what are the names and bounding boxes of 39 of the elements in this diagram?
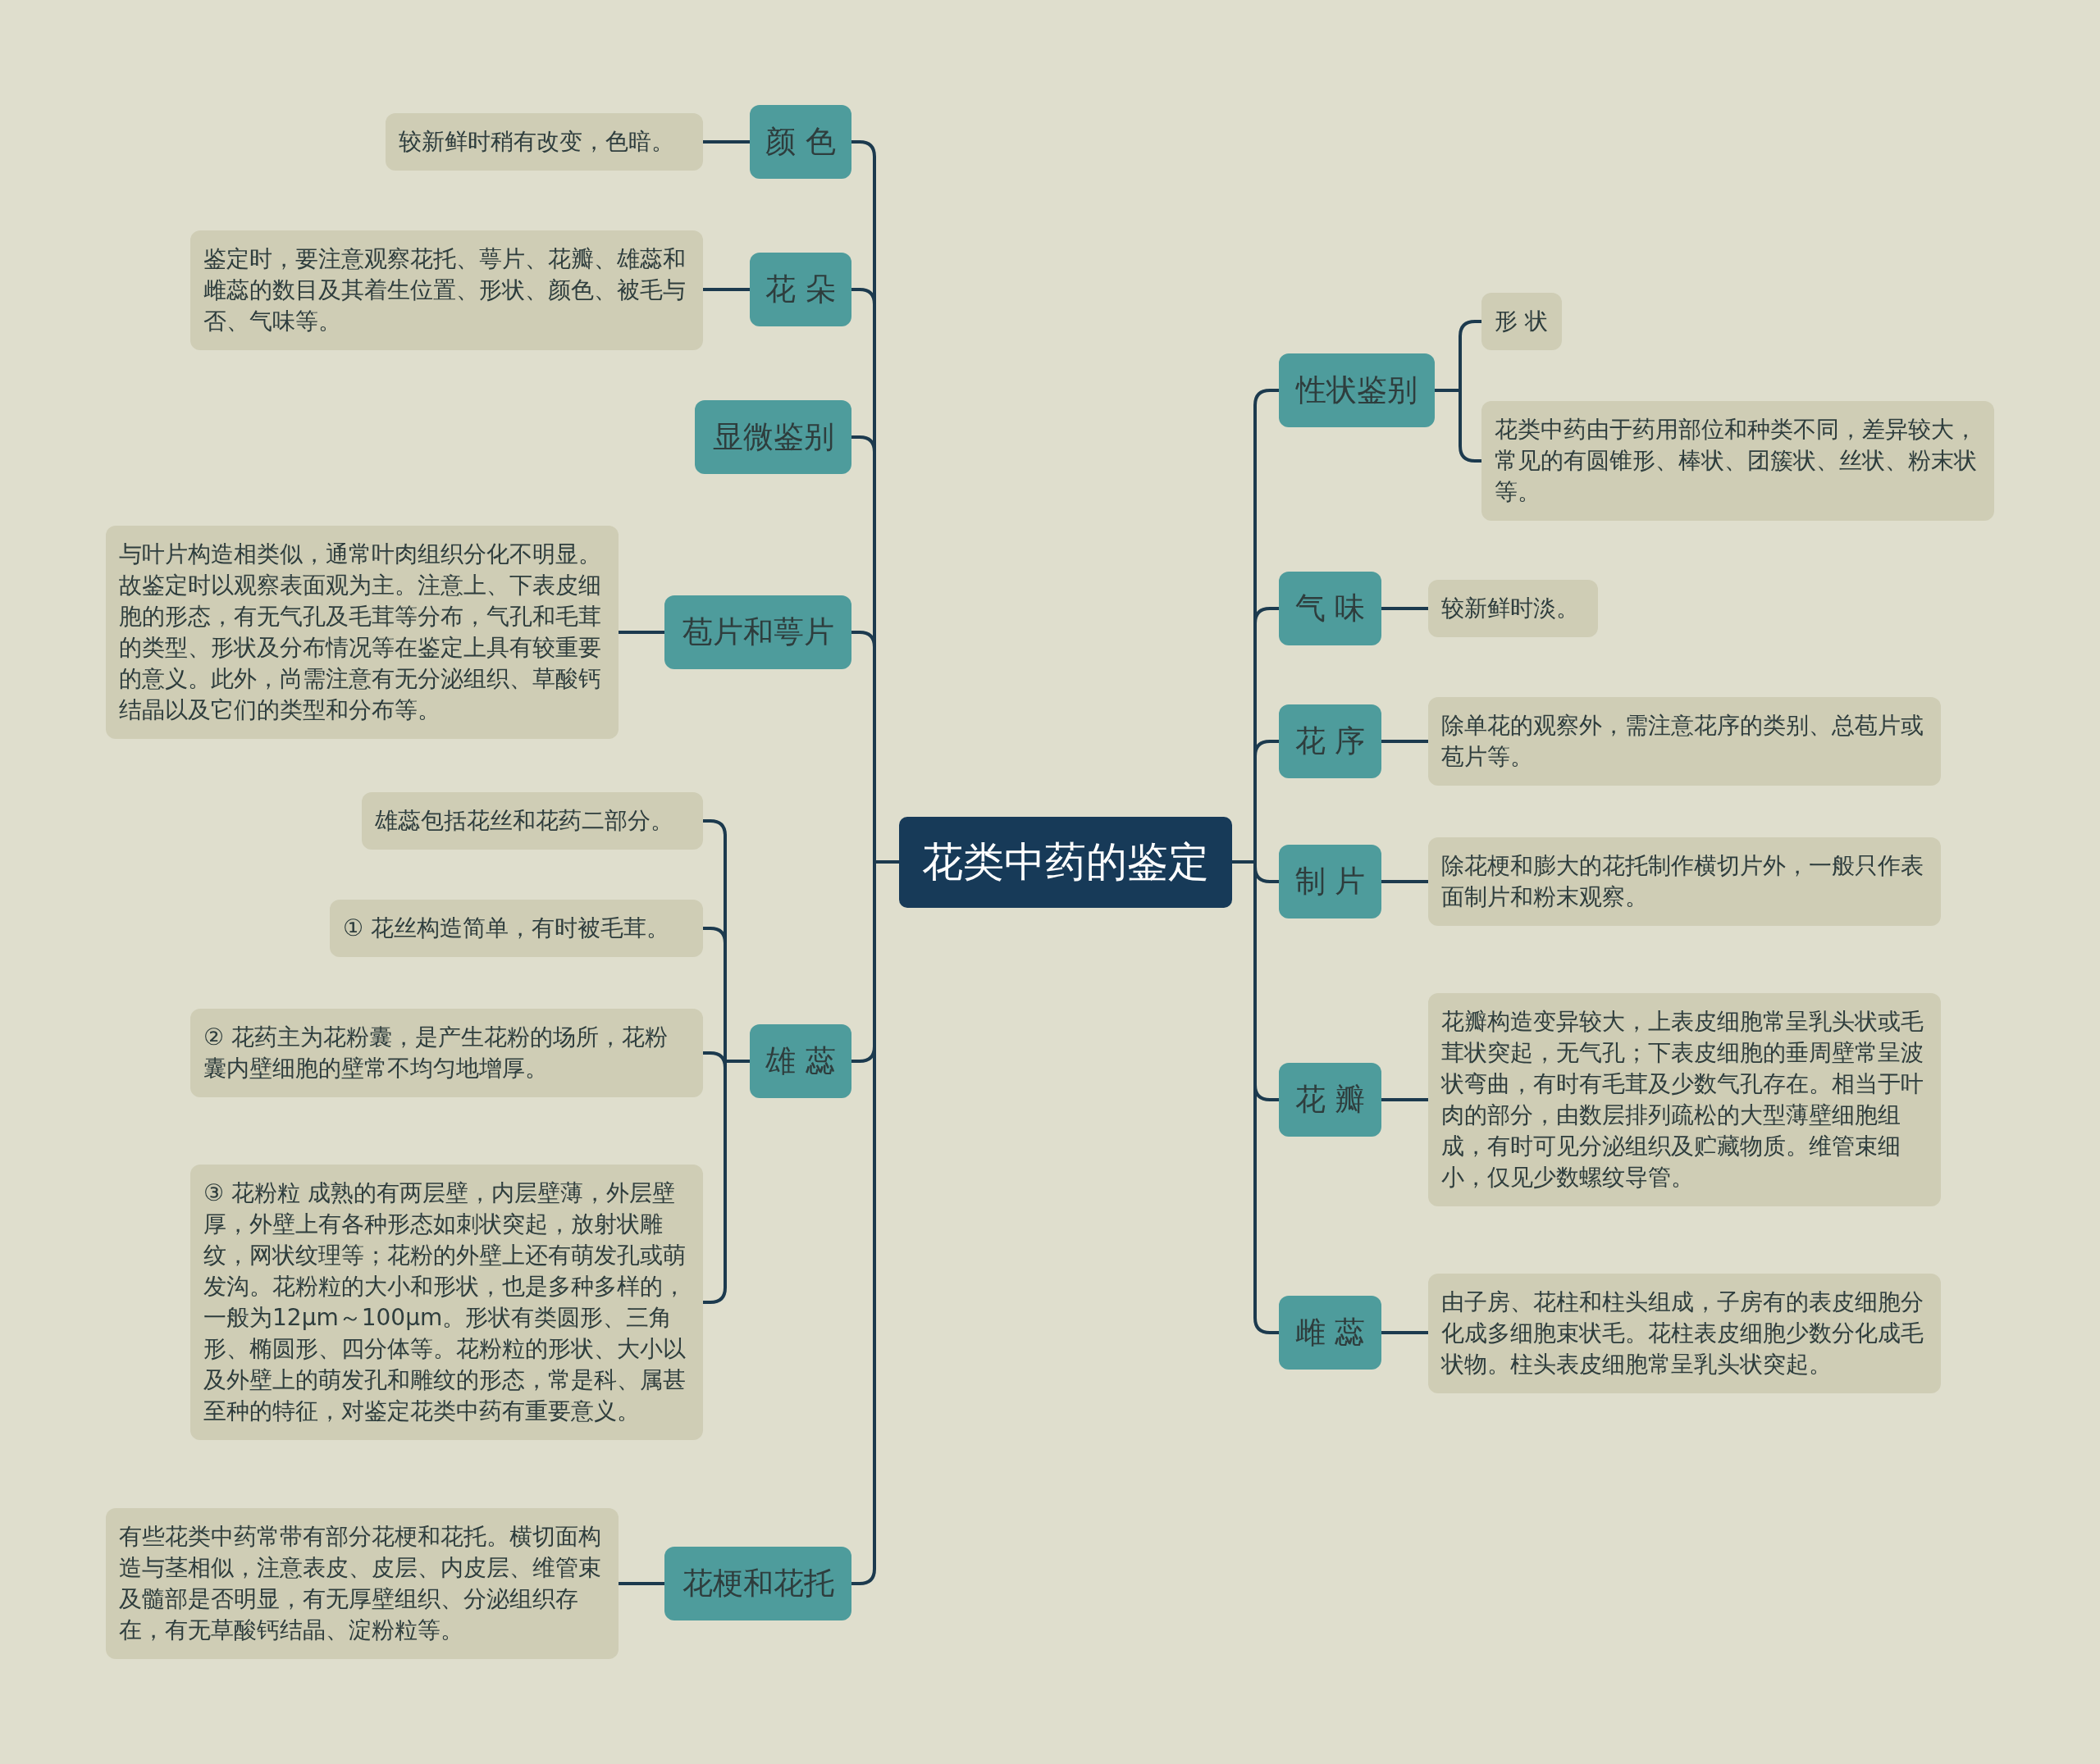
note-box: 较新鲜时淡。 <box>1428 580 1598 637</box>
connector-line <box>1381 1098 1428 1101</box>
central-topic-box: 花类中药的鉴定 <box>899 817 1232 908</box>
connector-line <box>703 1060 750 1304</box>
note-box: 除单花的观察外，需注意花序的类别、总苞片或苞片等。 <box>1428 697 1941 786</box>
connector-line <box>1381 880 1428 883</box>
connector-line <box>619 631 664 634</box>
note-box: 有些花类中药常带有部分花梗和花托。横切面构造与茎相似，注意表皮、皮层、内皮层、维管束及髓部是否明显，有无厚壁组织、分泌组织存在，有无草酸钙结晶、淀粉粒等。 <box>106 1508 619 1659</box>
connector-line <box>1381 1331 1428 1334</box>
connector-line <box>1381 607 1428 610</box>
note-box: 较新鲜时稍有改变，色暗。 <box>386 113 703 171</box>
topic-box: 苞片和萼片 <box>664 595 851 669</box>
topic-box: 雌 蕊 <box>1279 1296 1381 1370</box>
note-box: ② 花药主为花粉囊，是产生花粉的场所，花粉囊内壁细胞的壁常不均匀地增厚。 <box>190 1009 703 1097</box>
connector-line <box>619 1582 664 1585</box>
topic-box: 花 序 <box>1279 704 1381 778</box>
note-box: 除花梗和膨大的花托制作横切片外，一般只作表面制片和粉末观察。 <box>1428 837 1941 926</box>
connector-line <box>703 140 750 144</box>
note-box: 花类中药由于药用部位和种类不同，差异较大，常见的有圆锥形、棒状、团簇状、丝状、粉末状等。 <box>1481 401 1994 521</box>
note-box: 雄蕊包括花丝和花药二部分。 <box>362 792 703 850</box>
topic-box: 气 味 <box>1279 572 1381 645</box>
topic-box: 制 片 <box>1279 845 1381 918</box>
note-box: 形 状 <box>1481 293 1562 350</box>
note-box: 鉴定时，要注意观察花托、萼片、花瓣、雄蕊和雌蕊的数目及其着生位置、形状、颜色、被毛与否、气味等。 <box>190 230 703 350</box>
topic-box: 颜 色 <box>750 105 851 179</box>
note-box: ③ 花粉粒 成熟的有两层壁，内层壁薄，外层壁厚，外壁上有各种形态如刺状突起，放射状雕纹，网状纹理等；花粉的外壁上还有萌发孔或萌发沟。花粉粒的大小和形状，也是多种多样的，一般为12μm～100μm。形状有类圆形、三角形、椭圆形、四分体等。花粉粒的形状、大小以及外壁上的萌发孔和雕纹的形态，常是科、属甚至种的特征，对鉴定花类中药有重要意义。 <box>190 1165 703 1440</box>
note-box: 由子房、花柱和柱头组成，子房有的表皮细胞分化成多细胞束状毛。花柱表皮细胞少数分化成毛状物。柱头表皮细胞常呈乳头状突起。 <box>1428 1274 1941 1393</box>
connector-line <box>703 288 750 291</box>
topic-box: 花 朵 <box>750 253 851 326</box>
connector-line <box>1435 389 1481 463</box>
topic-box: 雄 蕊 <box>750 1024 851 1098</box>
note-box: ① 花丝构造简单，有时被毛茸。 <box>330 900 703 957</box>
connector-line <box>1381 740 1428 743</box>
topic-box: 花梗和花托 <box>664 1547 851 1620</box>
note-box: 与叶片构造相类似，通常叶肉组织分化不明显。故鉴定时以观察表面观为主。注意上、下表皮细胞的形态，有无气孔及毛茸等分布，气孔和毛茸的类型、形状及分布情况等在鉴定上具有较重要的意义。此外，尚需注意有无分泌组织、草酸钙结晶以及它们的类型和分布等。 <box>106 526 619 739</box>
topic-box: 显微鉴别 <box>695 400 851 474</box>
topic-box: 性状鉴别 <box>1279 353 1435 427</box>
topic-box: 花 瓣 <box>1279 1063 1381 1137</box>
note-box: 花瓣构造变异较大，上表皮细胞常呈乳头状或毛茸状突起，无气孔；下表皮细胞的垂周壁常呈波状弯曲，有时有毛茸及少数气孔存在。相当于叶肉的部分，由数层排列疏松的大型薄壁细胞组成，有时可见分泌组织及贮藏物质。维管束细小，仅见少数螺纹导管。 <box>1428 993 1941 1206</box>
